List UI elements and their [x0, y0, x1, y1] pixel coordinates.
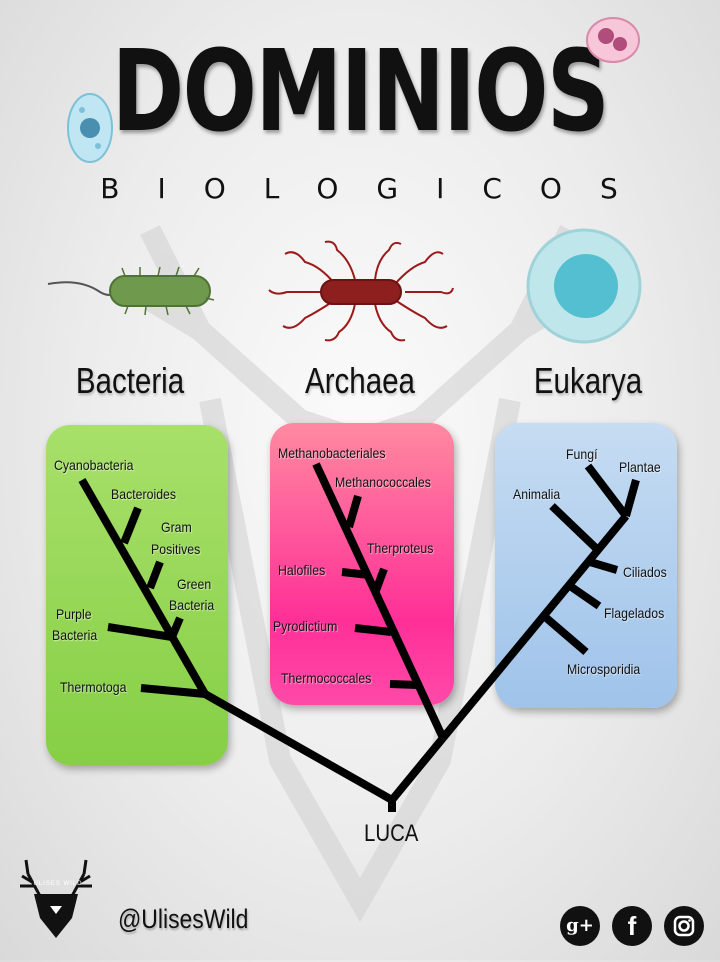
root-label: LUCA [364, 820, 419, 847]
taxon-gram-positives: Positives [151, 541, 201, 557]
taxon-animalia: Animalia [513, 486, 561, 502]
taxon-thermotoga: Thermotoga [60, 679, 127, 695]
taxon-therproteus: Therproteus [367, 540, 434, 556]
white-cell-icon [586, 17, 640, 63]
taxon-flagelados: Flagelados [604, 605, 665, 621]
eukaryotic-cell-icon [526, 228, 642, 344]
paramecium-icon [67, 93, 113, 163]
taxon-ciliados: Ciliados [623, 564, 667, 580]
taxon-bacteroides: Bacteroides [111, 486, 177, 502]
taxon-plantae: Plantae [619, 459, 661, 475]
domain-bacteria: Bacteria [75, 360, 185, 401]
page-subtitle: BIOLOGICOS [100, 172, 656, 205]
taxon-microsporidia: Microsporidia [567, 661, 641, 677]
taxon-cyanobacteria: Cyanobacteria [54, 457, 134, 473]
page-title: DOMINIOS [111, 27, 610, 157]
taxon-green-bacteria: Bacteria [169, 597, 215, 613]
bacteria-panel [46, 425, 228, 765]
domain-eukarya: Eukarya [533, 360, 643, 401]
taxon-gram: Gram [161, 519, 192, 535]
deer-logo [20, 859, 92, 938]
taxon-methanococcales: Methanococcales [335, 474, 431, 490]
bacterium-icon [47, 266, 215, 316]
taxon-purple-bacteria: Bacteria [52, 627, 98, 643]
domain-archaea: Archaea [305, 360, 415, 401]
instagram-glyph [673, 915, 695, 937]
social-handle[interactable]: @UlisesWild [118, 904, 249, 934]
taxon-thermococcales: Thermococcales [281, 670, 372, 686]
facebook-icon[interactable]: f [612, 906, 652, 946]
taxon-halofiles: Halofiles [278, 562, 326, 578]
taxon-fungi: Fungí [566, 446, 598, 462]
instagram-icon[interactable] [664, 906, 704, 946]
taxon-purple: Purple [56, 606, 92, 622]
google-plus-icon[interactable]: g+ [560, 906, 600, 946]
logo-text: ULISES WILD [33, 881, 83, 887]
taxon-methanobacteriales: Methanobacteriales [278, 445, 386, 461]
archaea-icon [268, 240, 454, 342]
taxon-pyrodictium: Pyrodictium [273, 618, 338, 634]
taxon-green: Green [177, 576, 212, 592]
